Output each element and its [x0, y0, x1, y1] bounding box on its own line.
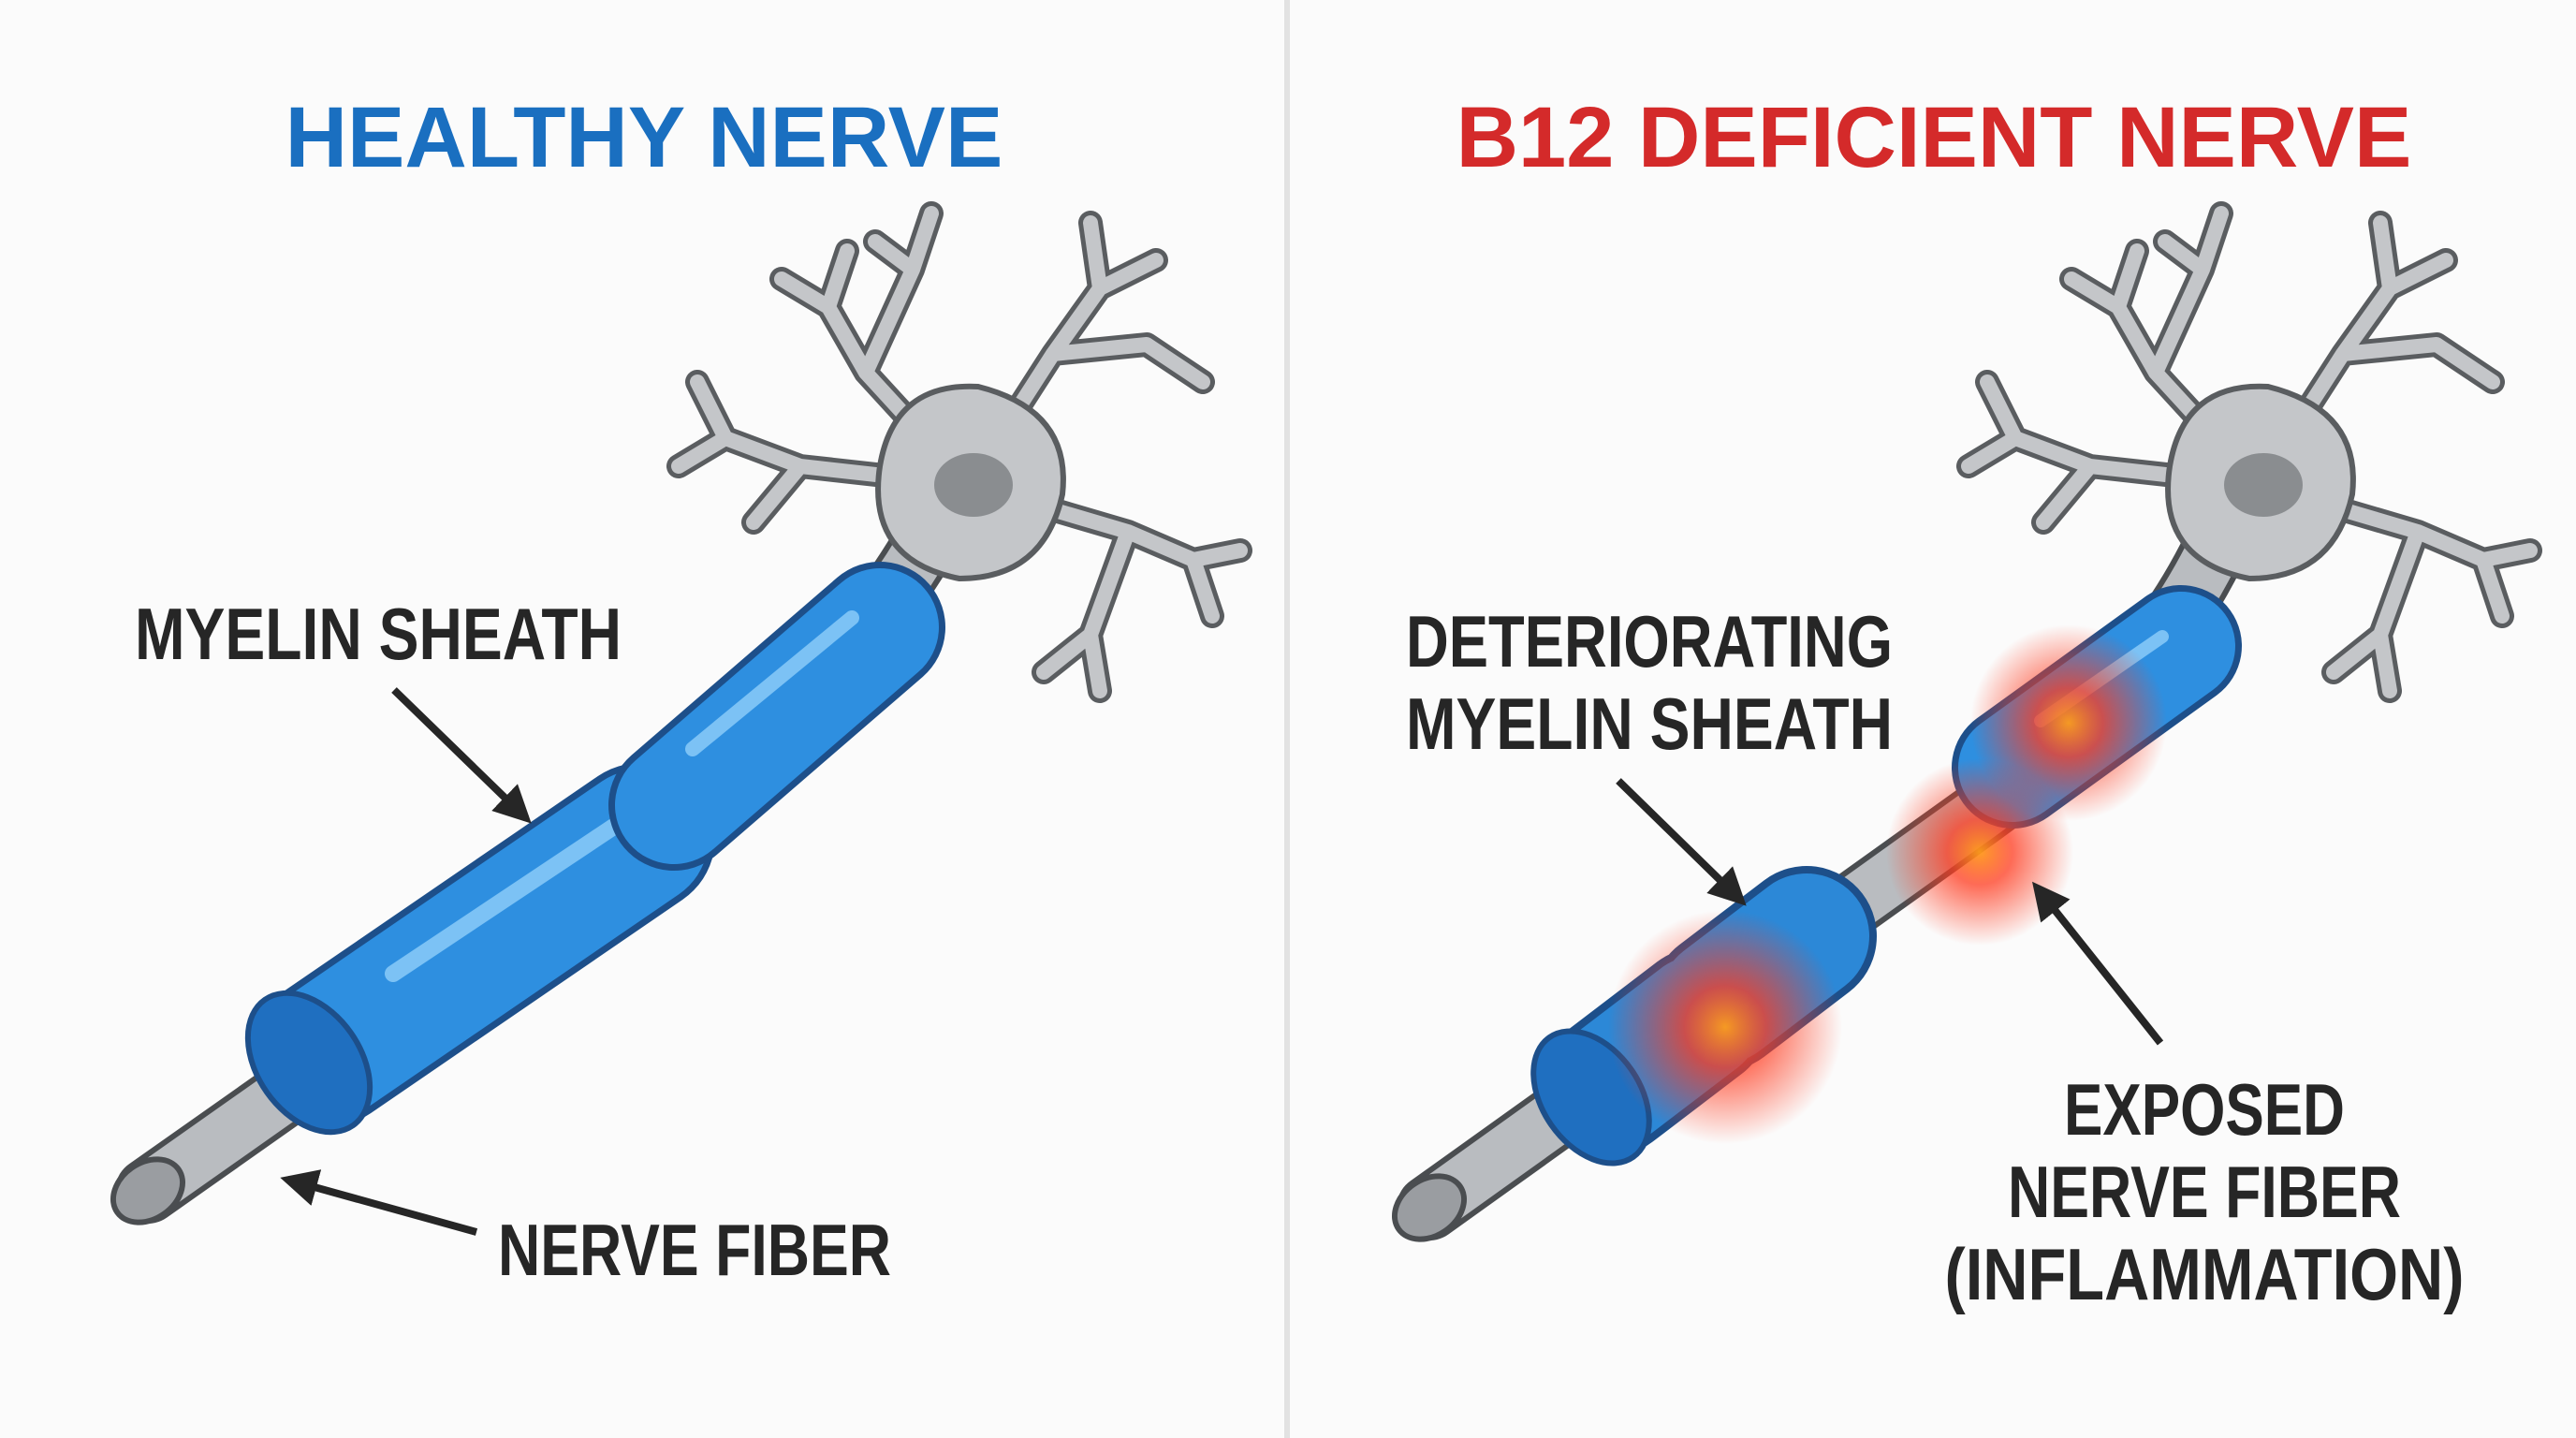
- deficient-title: B12 DEFICIENT NERVE: [1456, 90, 2412, 185]
- label-nerve-fiber: NERVE FIBER: [498, 1209, 891, 1291]
- inflammation-glow: [1608, 624, 2167, 1144]
- arrow-exposed-fiber: [2032, 881, 2164, 1046]
- label-exposed-nerve-fiber: NERVE FIBER: [2008, 1151, 2401, 1233]
- arrow-deteriorating-myelin: [1616, 778, 1747, 906]
- arrow-nerve-fiber: [280, 1169, 478, 1236]
- healthy-neuron-illustration: [110, 213, 1240, 1225]
- deficient-neuron-illustration: [1391, 213, 2530, 1242]
- arrow-myelin: [391, 687, 532, 824]
- label-deteriorating: DETERIORATING: [1406, 600, 1893, 682]
- label-deteriorating-myelin: MYELIN SHEATH: [1406, 682, 1893, 765]
- label-myelin-sheath: MYELIN SHEATH: [135, 593, 622, 675]
- label-exposed: EXPOSED: [2064, 1068, 2345, 1151]
- label-inflammation: (INFLAMMATION): [1945, 1233, 2465, 1315]
- healthy-title: HEALTHY NERVE: [285, 90, 1003, 185]
- healthy-myelin-sheath: [244, 562, 945, 1136]
